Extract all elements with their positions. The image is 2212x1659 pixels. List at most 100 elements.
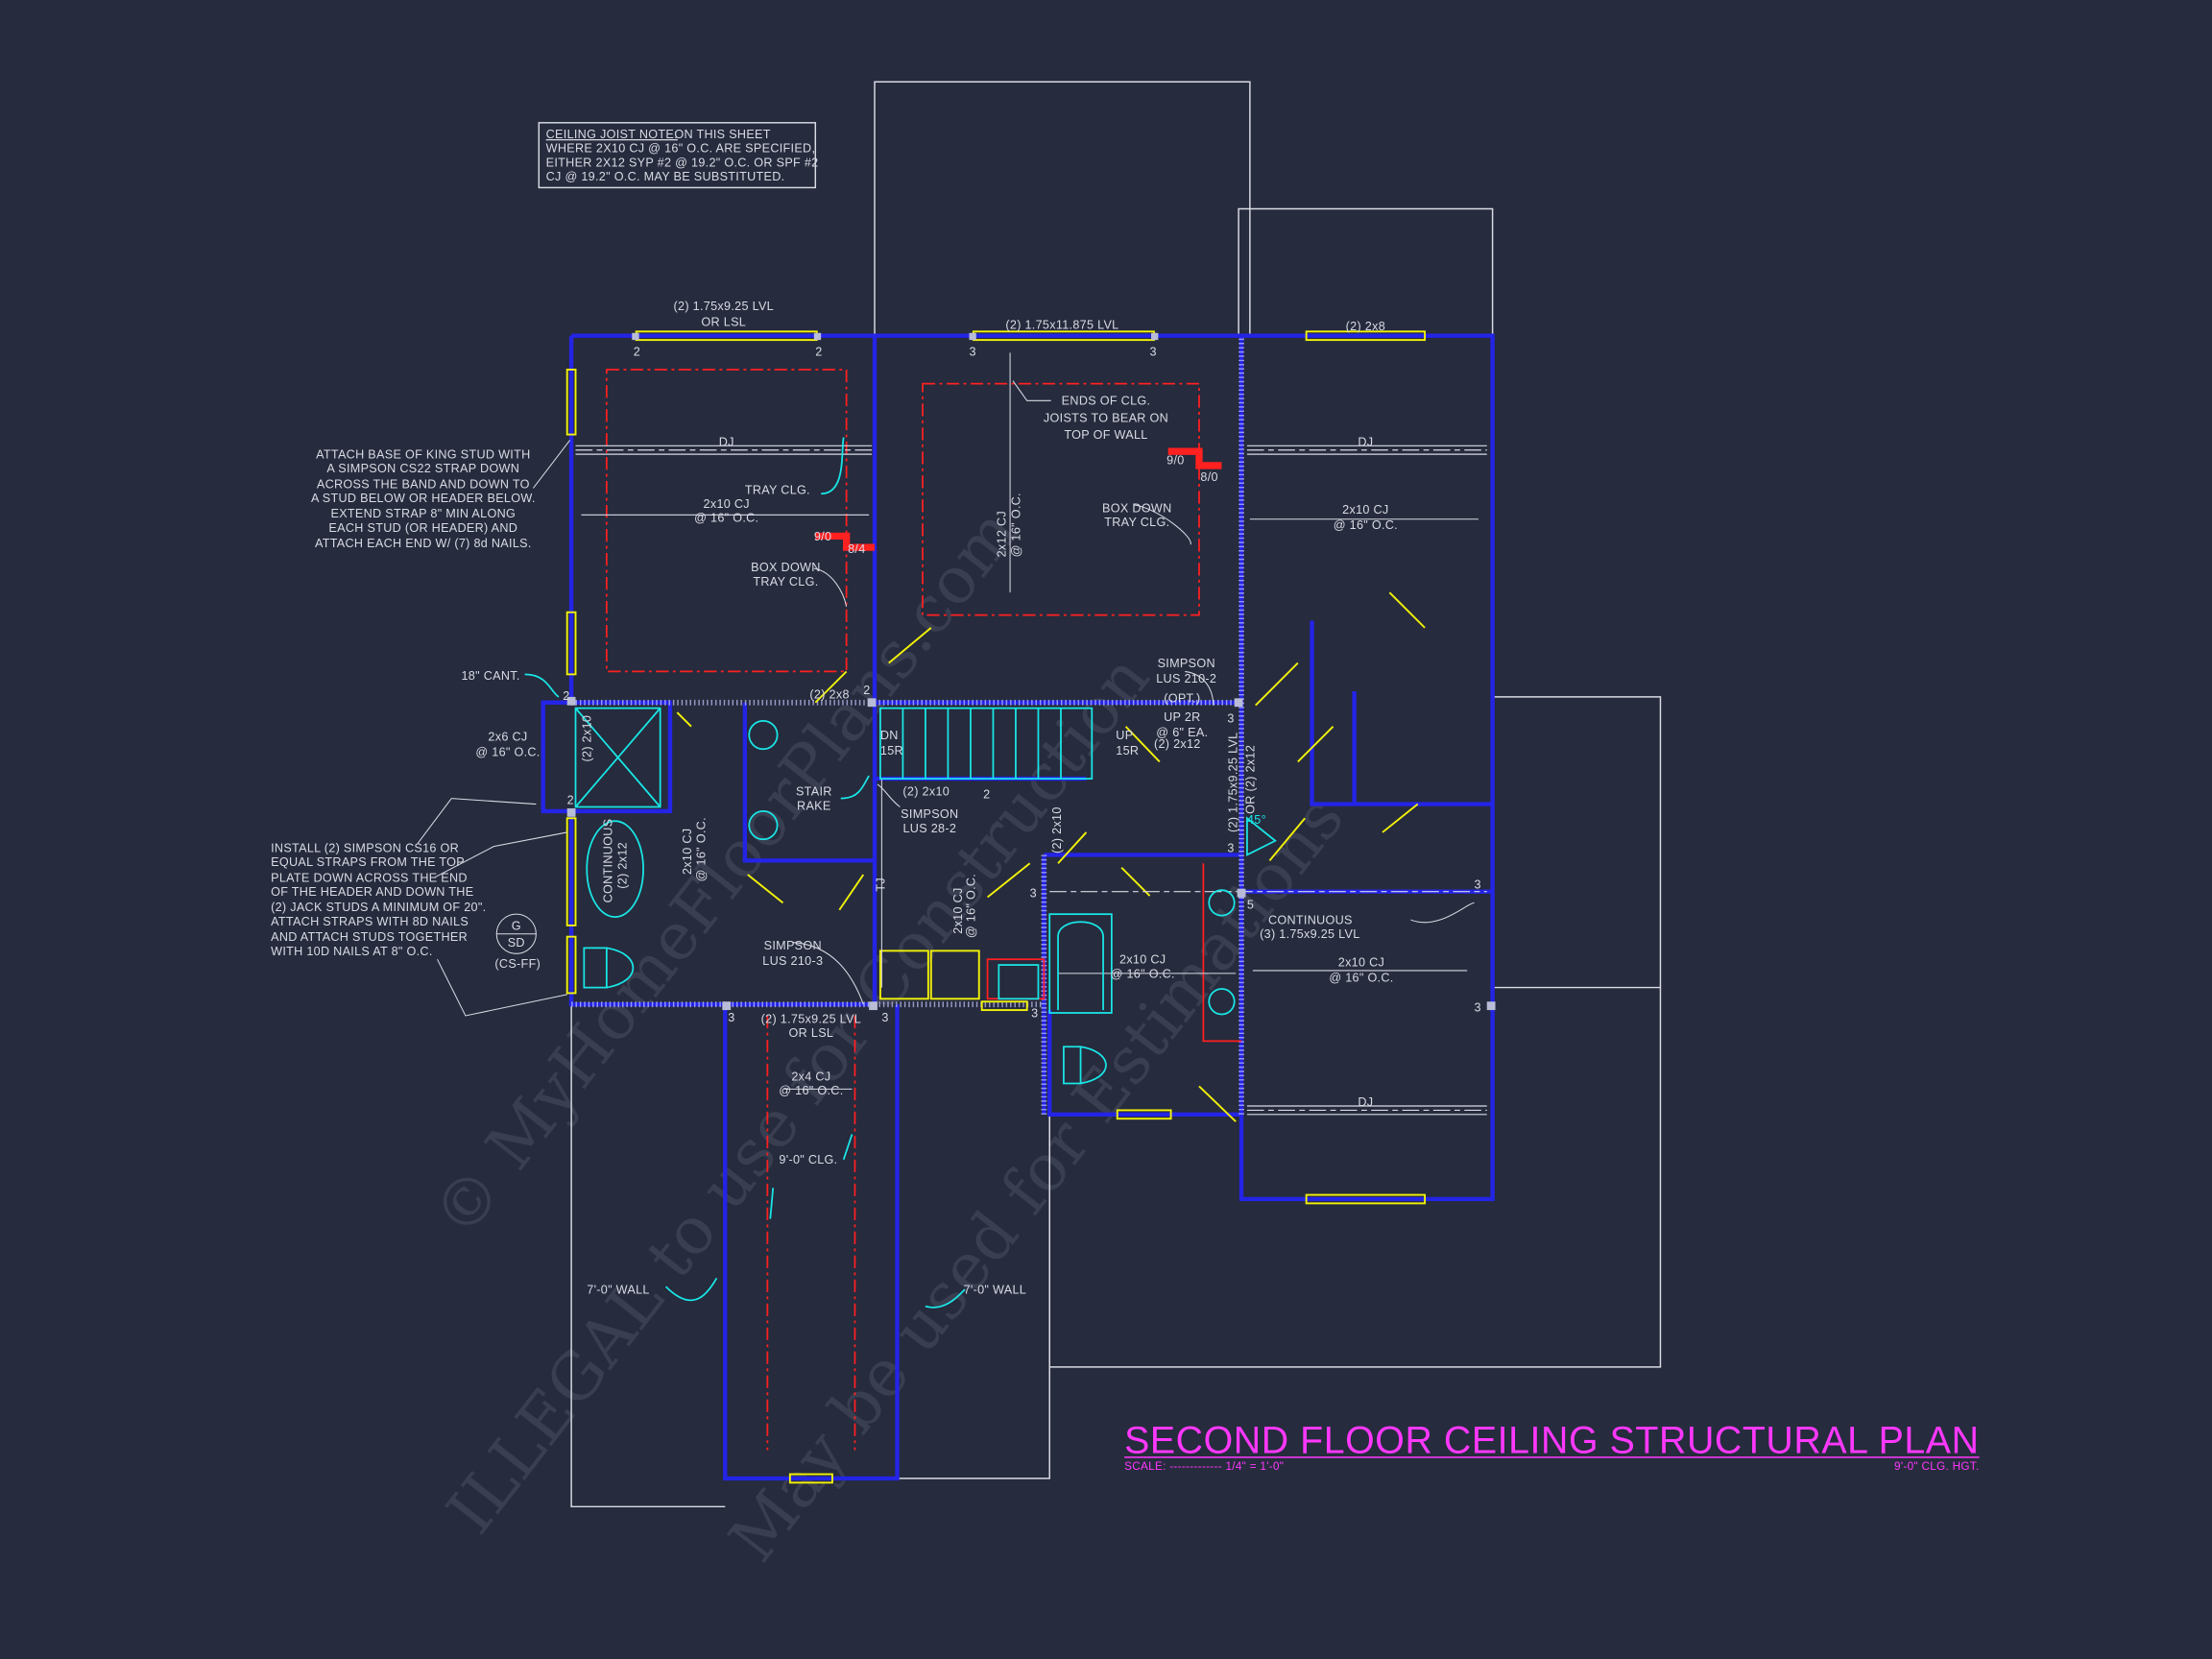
note-line: EQUAL STRAPS FROM THE TOP bbox=[271, 855, 465, 869]
stair-rake-label: RAKE bbox=[797, 799, 831, 812]
up2r-label: UP 2R bbox=[1164, 710, 1200, 724]
post-number: 3 bbox=[1031, 1006, 1038, 1020]
beam-label: (2) 2x12 bbox=[615, 842, 629, 889]
king-stud-note: ATTACH BASE OF KING STUD WITH A SIMPSON … bbox=[311, 448, 535, 551]
posts bbox=[566, 332, 1496, 1011]
beam-label: OR (2) 2x12 bbox=[1243, 745, 1257, 814]
height-label: 8/4 bbox=[848, 542, 865, 556]
beam-label: (2) 2x10 bbox=[902, 785, 950, 799]
ceiling-height-note: 9'-0" CLG. HGT. bbox=[1894, 1460, 1980, 1473]
post-number: 2 bbox=[815, 345, 822, 358]
note-line: JOISTS TO BEAR ON bbox=[1044, 411, 1168, 424]
fixtures bbox=[574, 707, 1277, 1085]
joist-label: 2x4 CJ bbox=[791, 1070, 830, 1084]
spacing-label: @ 16" O.C. bbox=[694, 512, 758, 525]
beam-label: (3) 1.75x9.25 LVL bbox=[1260, 927, 1359, 941]
note-line: INSTALL (2) SIMPSON CS16 OR bbox=[271, 842, 459, 855]
wall-height-label: 7'-0" WALL bbox=[964, 1283, 1026, 1296]
spacing-label: @ 16" O.C. bbox=[1329, 972, 1393, 985]
post-number: 3 bbox=[1475, 878, 1481, 892]
leaders bbox=[417, 380, 1214, 1309]
hanger-label: LUS 210-2 bbox=[1156, 672, 1216, 685]
note-line: WITH 10D NAILS AT 8" O.C. bbox=[271, 945, 433, 958]
note-line: ENDS OF CLG. bbox=[1062, 395, 1151, 408]
box-down-label: BOX DOWN bbox=[751, 561, 821, 574]
note-line: ACROSS THE BAND AND DOWN TO bbox=[317, 477, 530, 491]
beam-label: CONTINUOUS bbox=[1268, 913, 1353, 926]
opt-label: (OPT.) bbox=[1164, 692, 1200, 706]
post-number: 3 bbox=[1227, 711, 1234, 725]
note-line: ATTACH BASE OF KING STUD WITH bbox=[316, 448, 530, 462]
beam-label: (2) 2x8 bbox=[809, 687, 849, 701]
joist-label: 2x6 CJ bbox=[488, 730, 527, 743]
scale-label: SCALE: ------------- 1/4" = 1'-0" bbox=[1124, 1460, 1284, 1473]
section-marker-ref: (CS-FF) bbox=[494, 957, 541, 971]
post-number: 2 bbox=[863, 684, 870, 697]
walls bbox=[541, 333, 1495, 1481]
note-line: PLATE DOWN ACROSS THE END bbox=[271, 871, 468, 884]
post-number: 5 bbox=[1247, 898, 1254, 911]
note-line: (2) JACK STUDS A MINIMUM OF 20". bbox=[271, 901, 486, 914]
joist-label: 2x10 CJ bbox=[1338, 956, 1384, 970]
note-line: ATTACH STRAPS WITH 8D NAILS bbox=[271, 915, 469, 928]
note-line: EITHER 2X12 SYP #2 @ 19.2" O.C. OR SPF #… bbox=[546, 156, 819, 169]
beam-label: CONTINUOUS bbox=[602, 819, 615, 903]
stair-up-label: 15R bbox=[1116, 744, 1139, 757]
post-number: 2 bbox=[563, 689, 569, 703]
hanger-label: SIMPSON bbox=[764, 939, 822, 952]
hanger-label: LUS 210-3 bbox=[762, 954, 823, 968]
title-block: SECOND FLOOR CEILING STRUCTURAL PLAN SCA… bbox=[1124, 1419, 1980, 1473]
joist-label: 2x10 CJ bbox=[1342, 503, 1388, 517]
plan-title: SECOND FLOOR CEILING STRUCTURAL PLAN bbox=[1124, 1419, 1979, 1461]
box-down-label: TRAY CLG. bbox=[753, 575, 818, 589]
section-marker-bottom: SD bbox=[508, 936, 525, 950]
spacing-label: @ 16" O.C. bbox=[779, 1084, 843, 1097]
note-line: AND ATTACH STUDS TOGETHER bbox=[271, 930, 468, 944]
angle-label: 45° bbox=[1247, 813, 1266, 827]
watermark: © MyHomeFloorPlans.com ILLEGAL to use fo… bbox=[418, 494, 1358, 1575]
spacing-label: @ 16" O.C. bbox=[964, 874, 977, 938]
up2r-label: @ 6" EA. bbox=[1156, 726, 1208, 739]
post-number: 3 bbox=[881, 1011, 888, 1024]
joist-label: 2x10 CJ bbox=[704, 497, 750, 511]
note-line: ON THIS SHEET bbox=[674, 128, 770, 141]
cs16-strap-note: INSTALL (2) SIMPSON CS16 OR EQUAL STRAPS… bbox=[271, 842, 486, 958]
note-line: ATTACH EACH END W/ (7) 8d NAILS. bbox=[315, 537, 532, 550]
post-number: 3 bbox=[969, 345, 975, 358]
stair-up-label: UP bbox=[1116, 729, 1133, 742]
height-label: 8/0 bbox=[1200, 470, 1217, 484]
note-line: EXTEND STRAP 8" MIN ALONG bbox=[331, 507, 517, 520]
header-label: OR LSL bbox=[789, 1026, 834, 1040]
post-number: 2 bbox=[567, 794, 574, 807]
box-down-label: TRAY CLG. bbox=[1104, 516, 1169, 529]
post-number: 2 bbox=[634, 345, 640, 358]
note-line: TOP OF WALL bbox=[1064, 428, 1147, 442]
hanger-label: LUS 28-2 bbox=[902, 822, 956, 835]
spacing-label: @ 16" O.C. bbox=[1009, 493, 1022, 557]
spacing-label: @ 16" O.C. bbox=[695, 817, 709, 881]
ends-of-clg-note: ENDS OF CLG. JOISTS TO BEAR ON TOP OF WA… bbox=[1044, 395, 1168, 442]
note-heading: CEILING JOIST NOTE: bbox=[546, 128, 678, 141]
post-number: 3 bbox=[1150, 345, 1157, 358]
tray-clg-label: TRAY CLG. bbox=[745, 483, 810, 496]
ceiling-height-label: 9'-0" CLG. bbox=[779, 1153, 837, 1166]
ceiling-joist-note: CEILING JOIST NOTE: ON THIS SHEET WHERE … bbox=[538, 122, 819, 189]
stair-rake-label: STAIR bbox=[796, 785, 832, 799]
joist-label: 2x12 CJ bbox=[996, 511, 1009, 557]
height-label: 9/0 bbox=[1166, 453, 1184, 467]
post-number: 3 bbox=[1475, 1001, 1481, 1015]
post-number: 3 bbox=[728, 1011, 734, 1024]
section-marker-top: G bbox=[512, 919, 521, 932]
outline-lines bbox=[570, 81, 1662, 1508]
beam-label: (2) 1.75x9.25 LVL bbox=[1227, 733, 1240, 832]
wall-height-label: 7'-0" WALL bbox=[587, 1283, 650, 1296]
note-line: CJ @ 19.2" O.C. MAY BE SUBSTITUTED. bbox=[546, 170, 785, 183]
tj-label: TJ bbox=[874, 878, 887, 892]
joist-label: 2x10 CJ bbox=[1119, 953, 1166, 967]
beam-label: (2) 2x10 bbox=[581, 715, 594, 762]
stair-dn-label: DN bbox=[880, 729, 899, 742]
hanger-label: SIMPSON bbox=[1158, 657, 1215, 670]
joist-label: 2x10 CJ bbox=[951, 887, 965, 933]
structural-labels: (2) 1.75x9.25 LVL OR LSL (2) 1.75x11.875… bbox=[461, 300, 1480, 1296]
